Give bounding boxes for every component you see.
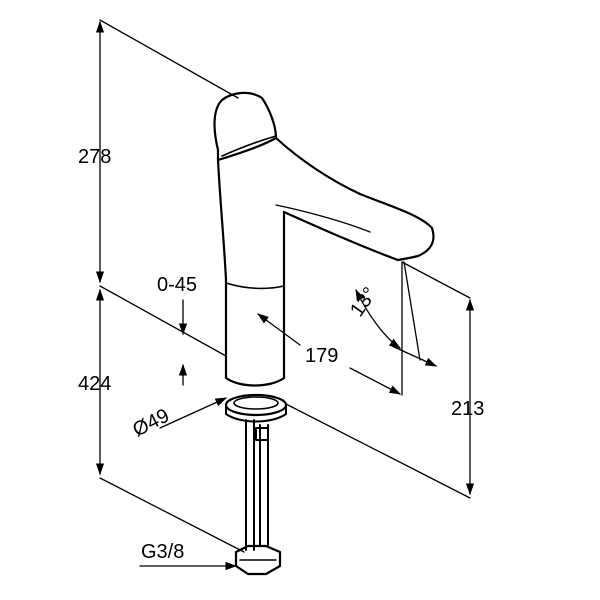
label-179: 179 bbox=[305, 345, 338, 367]
ext-mid bbox=[99, 285, 227, 357]
dim-179-arrow-left bbox=[257, 313, 301, 346]
ext-angle bbox=[403, 261, 421, 361]
label-0-45: 0-45 bbox=[157, 274, 197, 296]
dim-13-arc bbox=[355, 288, 401, 349]
hose-clip bbox=[255, 427, 269, 441]
faucet-body bbox=[213, 91, 435, 387]
base-flange bbox=[225, 404, 287, 423]
ext-top bbox=[99, 19, 239, 99]
spout-bottom bbox=[282, 210, 400, 262]
column-left bbox=[216, 158, 228, 380]
base-ring-inner bbox=[233, 396, 279, 410]
hose-left bbox=[245, 419, 255, 551]
dim-179-arrow-right bbox=[349, 367, 402, 395]
spout-inner-line bbox=[275, 204, 371, 233]
ext-bottom bbox=[99, 477, 245, 553]
dim-49-leader bbox=[159, 397, 228, 429]
lever-seam bbox=[221, 135, 277, 157]
connector-nut bbox=[234, 544, 282, 576]
column-base bbox=[224, 376, 286, 387]
label-g3-8: G3/8 bbox=[141, 541, 184, 563]
ext-base bbox=[285, 403, 471, 499]
label-13-degrees: 13° bbox=[346, 283, 381, 320]
column-band bbox=[225, 282, 285, 290]
spout-top bbox=[274, 136, 435, 262]
dimension-labels: 278 424 0-45 179 213 13° Ø49 G3/8 bbox=[78, 146, 484, 563]
dimension-lines bbox=[95, 20, 475, 571]
dim-13-leader bbox=[391, 345, 438, 367]
label-278: 278 bbox=[78, 146, 111, 168]
label-213: 213 bbox=[451, 398, 484, 420]
lever-handle bbox=[213, 91, 278, 162]
extension-lines bbox=[99, 19, 471, 553]
hose-right bbox=[259, 424, 269, 546]
label-diameter-49: Ø49 bbox=[129, 405, 173, 442]
ext-outlet bbox=[401, 261, 471, 299]
label-424: 424 bbox=[78, 373, 111, 395]
